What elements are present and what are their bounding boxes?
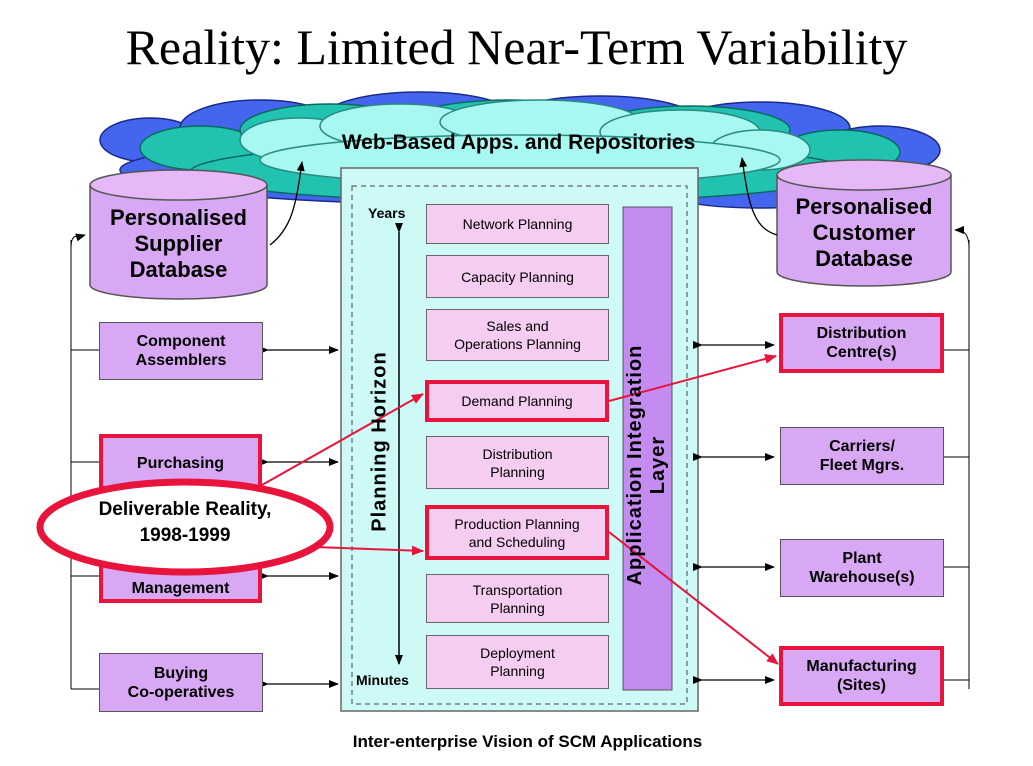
distribution-centres-box: Distribution Centre(s): [779, 313, 944, 373]
customer-to-cloud-arrow: [739, 157, 778, 236]
supplier-to-cloud-arrow: [269, 161, 305, 246]
carriers-fleet-box: Carriers/ Fleet Mgrs.: [780, 427, 944, 485]
customer-database-cylinder: [776, 159, 952, 287]
cloud-shape: [99, 91, 941, 209]
network-planning-box: Network Planning: [426, 204, 609, 244]
component-assemblers-box: Component Assemblers: [99, 322, 263, 380]
callout-label: Deliverable Reality, 1998-1999: [98, 499, 272, 546]
distribution-planning-box: Distribution Planning: [426, 436, 609, 489]
right-feedback-line: [943, 226, 970, 689]
page-title: Reality: Limited Near-Term Variability: [125, 19, 908, 75]
integration-layer-bar: [622, 206, 673, 691]
buying-cooperatives-box: Buying Co-operatives: [99, 653, 263, 712]
demand-planning-box: Demand Planning: [425, 380, 609, 422]
capacity-planning-box: Capacity Planning: [426, 255, 609, 298]
left-feedback-line: [70, 233, 100, 690]
planning-panel-dashed-border: [351, 185, 688, 705]
manufacturing-sites-box: Manufacturing (Sites): [779, 646, 944, 706]
diagram-caption: Inter-enterprise Vision of SCM Applicati…: [352, 732, 703, 751]
horizon-minutes-label: Minutes: [356, 672, 409, 688]
customer-database-label: Personalised Customer Database: [795, 194, 933, 271]
planning-horizon-label: Planning Horizon: [368, 351, 391, 532]
callout-ellipse: [36, 478, 334, 576]
transportation-planning-box: Transportation Planning: [426, 574, 609, 623]
supplier-database-label: Personalised Supplier Database: [110, 205, 247, 282]
sales-operations-planning-box: Sales and Operations Planning: [426, 309, 609, 361]
supplier-database-cylinder: [89, 169, 268, 300]
horizon-years-label: Years: [368, 205, 406, 221]
right-connector-arrows: [693, 341, 775, 684]
integration-layer-label: Application Integration Layer: [624, 344, 669, 586]
deployment-planning-box: Deployment Planning: [426, 635, 609, 689]
production-planning-box: Production Planning and Scheduling: [425, 505, 609, 560]
plant-warehouse-box: Plant Warehouse(s): [780, 539, 944, 597]
cloud-label: Web-Based Apps. and Repositories: [341, 131, 696, 154]
